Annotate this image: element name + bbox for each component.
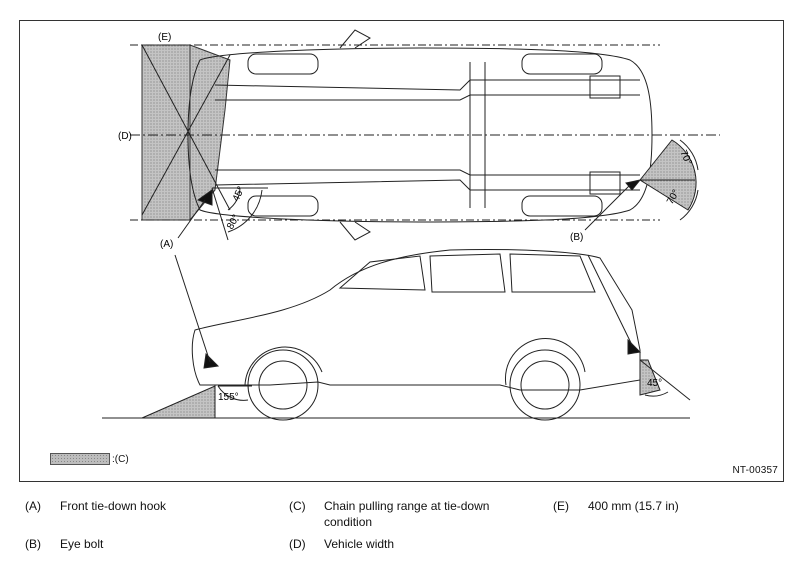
legend-label: :(C) xyxy=(112,453,129,465)
vehicle-body-top xyxy=(187,47,653,223)
caption-key: (E) xyxy=(553,499,569,513)
caption-text: Chain pulling range at tie-down conditio… xyxy=(324,499,490,529)
angle-155: 155° xyxy=(218,392,239,403)
caption-text: Vehicle width xyxy=(324,537,395,551)
side-view xyxy=(102,248,691,421)
legend-swatch xyxy=(50,453,110,465)
caption-key: (D) xyxy=(289,537,306,551)
caption-key: (C) xyxy=(289,499,306,513)
caption-text: 400 mm (15.7 in) xyxy=(588,499,679,513)
caption-text: Front tie-down hook xyxy=(60,499,167,513)
label-a: (A) xyxy=(160,239,173,250)
top-view xyxy=(130,29,720,241)
pulling-range-rear-side xyxy=(639,359,661,396)
pulling-range-rear-top xyxy=(639,139,697,211)
diagram-frame xyxy=(19,20,784,482)
tie-down-diagram: (E) (D) (A) (B) 45° 80° 70° 70° 155° 45° xyxy=(102,29,720,421)
angle-45-rear: 45° xyxy=(647,378,662,389)
legend: :(C) xyxy=(50,453,129,465)
caption-key: (B) xyxy=(25,537,41,551)
pulling-range-front-top xyxy=(141,44,191,221)
label-b: (B) xyxy=(570,232,583,243)
rear-wheel xyxy=(509,349,581,421)
label-e: (E) xyxy=(158,32,171,43)
reference-code: NT-00357 xyxy=(732,465,778,476)
caption-text: Eye bolt xyxy=(60,537,104,551)
vehicle-body-side xyxy=(191,248,641,391)
label-d: (D) xyxy=(118,131,132,142)
caption-key: (A) xyxy=(25,499,41,513)
front-wheel xyxy=(247,349,319,421)
pulling-range-front-side xyxy=(141,385,216,419)
